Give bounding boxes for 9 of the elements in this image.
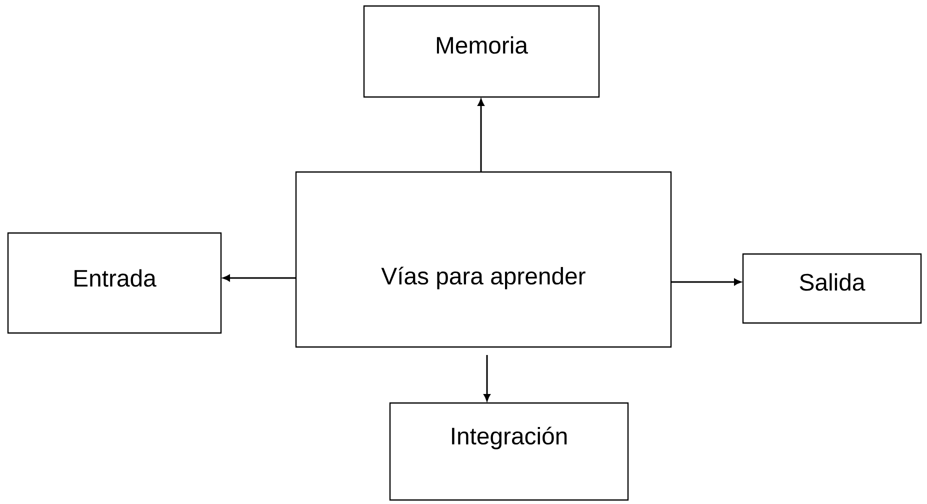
box: Memoria [363, 5, 600, 98]
arrow [671, 278, 742, 286]
arrow [484, 355, 490, 402]
box: Salida [742, 253, 922, 324]
box: Entrada [7, 232, 222, 334]
box: Integración [389, 402, 629, 501]
arrow [478, 98, 484, 172]
arrow [222, 274, 296, 282]
box: Vías para aprender [295, 171, 672, 348]
